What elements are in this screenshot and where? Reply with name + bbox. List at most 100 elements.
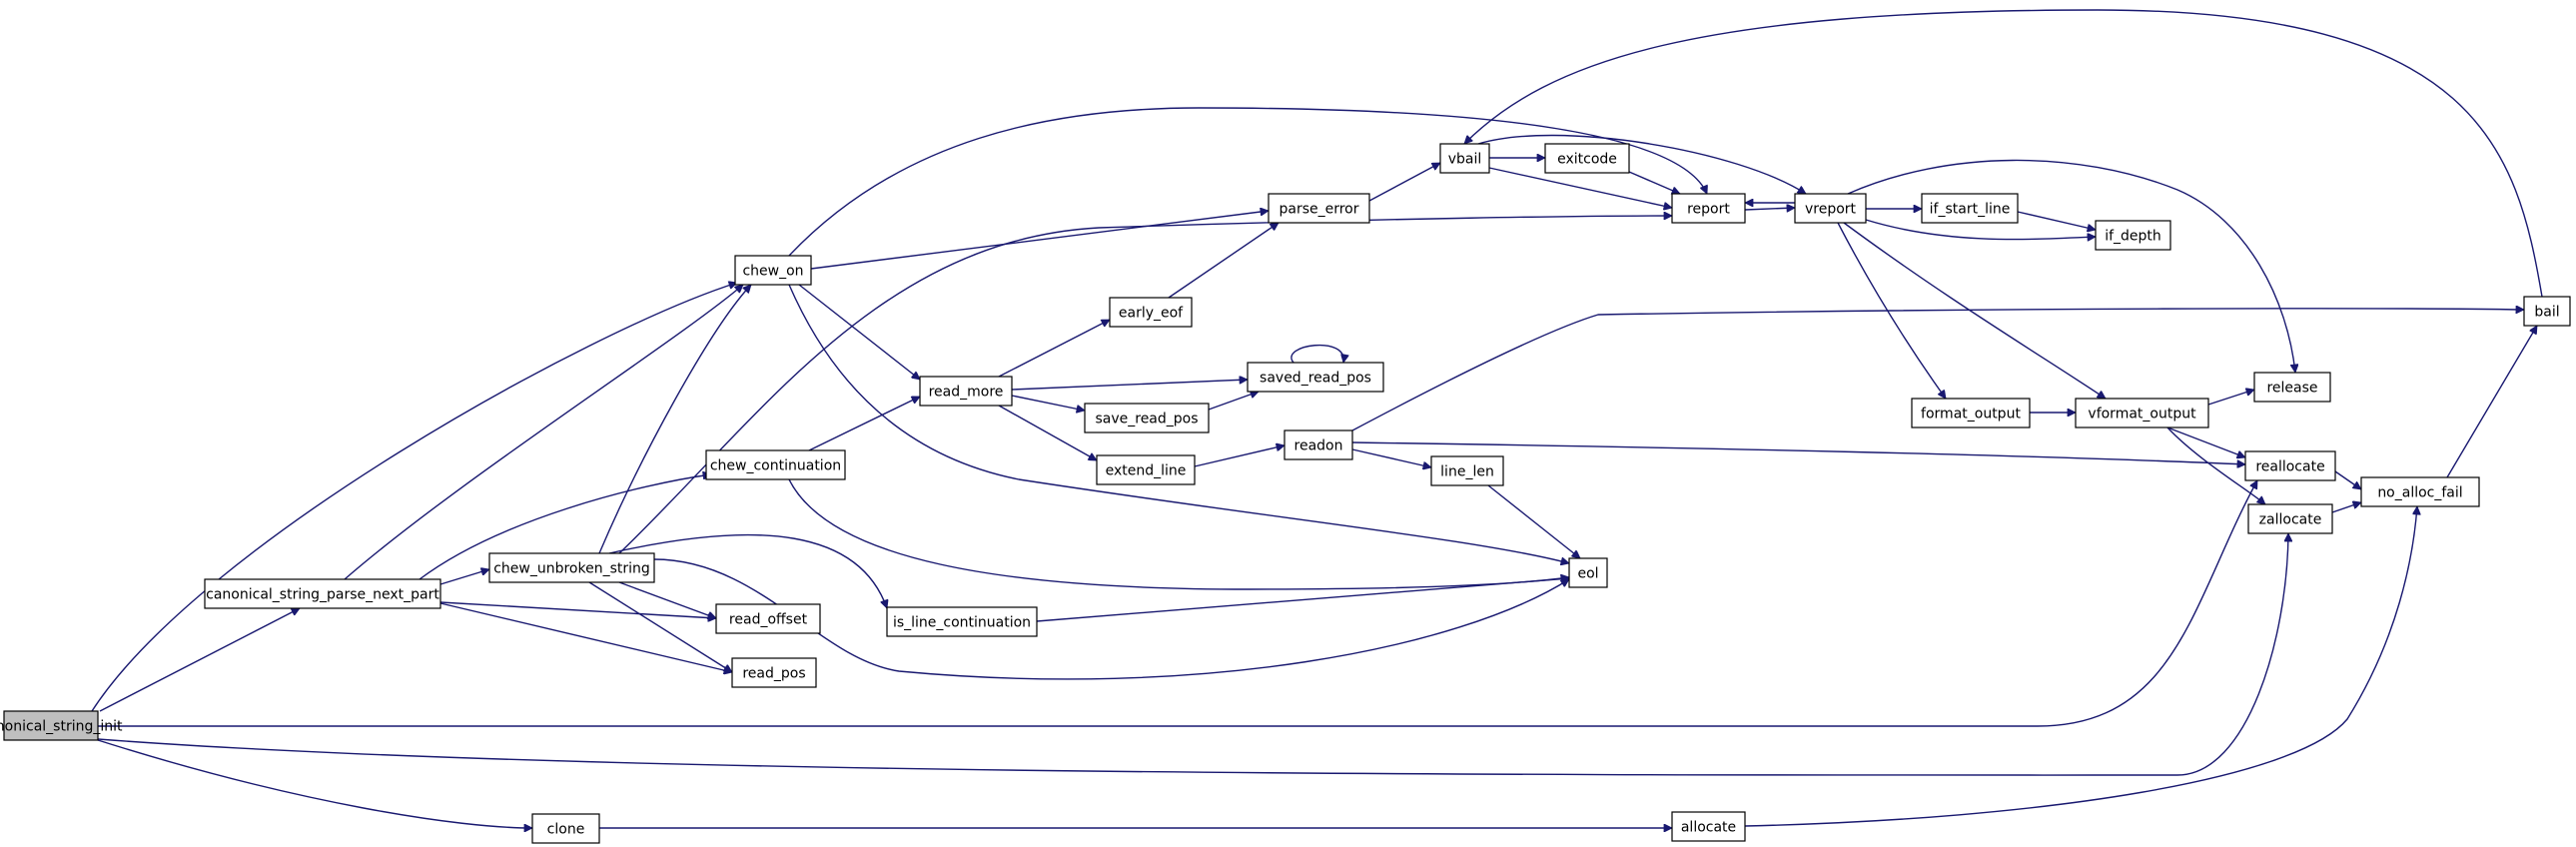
node-format_output[interactable]: format_output xyxy=(1911,398,2031,428)
edge-line_len-to-eol xyxy=(1487,484,1580,558)
node-parse_error[interactable]: parse_error xyxy=(1268,193,1370,224)
node-box xyxy=(731,657,817,688)
node-label: if_depth xyxy=(2105,229,2161,245)
node-label: zallocate xyxy=(2259,512,2322,528)
node-exitcode[interactable]: exitcode xyxy=(1544,143,1630,174)
node-clone[interactable]: clone xyxy=(531,813,600,844)
node-box xyxy=(1544,143,1630,174)
edge-chew_on-to-parse_error xyxy=(810,211,1269,270)
node-chew_continuation[interactable]: chew_continuation xyxy=(705,449,846,480)
edge-chew_continuation-to-eol xyxy=(788,478,1569,590)
node-label: early_eof xyxy=(1119,306,1184,322)
node-label: readon xyxy=(1294,438,1343,454)
node-chew_unbroken_string[interactable]: chew_unbroken_string xyxy=(488,552,655,583)
node-save_read_pos[interactable]: save_read_pos xyxy=(1084,403,1210,433)
node-allocate[interactable]: allocate xyxy=(1671,811,1746,842)
node-report[interactable]: report xyxy=(1671,193,1746,224)
edge-allocate-to-no_alloc_fail xyxy=(1744,506,2417,827)
edge-early_eof-to-parse_error xyxy=(1168,222,1279,299)
edge-read_more-to-saved_read_pos xyxy=(1011,380,1248,391)
node-label: vbail xyxy=(1448,152,1482,168)
edge-readon-to-reallocate xyxy=(1351,441,2245,464)
edges-layer xyxy=(91,9,2543,828)
edge-save_read_pos-to-saved_read_pos xyxy=(1208,392,1259,411)
edge-canonical_string_parse_next_part-to-chew_on xyxy=(344,285,743,580)
node-box xyxy=(1084,403,1210,433)
node-zallocate[interactable]: zallocate xyxy=(2247,503,2333,534)
node-label: release xyxy=(2266,381,2317,397)
edge-canonical_string_init-to-clone xyxy=(97,739,532,828)
node-box xyxy=(2523,296,2571,327)
node-chew_on[interactable]: chew_on xyxy=(734,255,812,286)
edge-parse_error-to-vbail xyxy=(1368,162,1440,202)
node-label: canonical_string_parse_next_part xyxy=(206,587,439,603)
node-box xyxy=(1096,454,1196,485)
node-box xyxy=(886,606,1038,637)
node-read_more[interactable]: read_more xyxy=(919,376,1013,407)
edge-chew_unbroken_string-to-read_pos xyxy=(588,581,732,673)
edge-bail-to-vbail xyxy=(1464,9,2543,298)
node-is_line_continuation[interactable]: is_line_continuation xyxy=(886,606,1038,637)
node-label: report xyxy=(1687,202,1730,218)
edge-vreport-to-release xyxy=(1847,159,2295,373)
edge-canonical_string_parse_next_part-to-chew_continuation xyxy=(419,474,711,580)
node-box xyxy=(2095,220,2171,251)
node-box xyxy=(1911,398,2031,428)
node-early_eof[interactable]: early_eof xyxy=(1109,297,1193,328)
node-box xyxy=(1284,429,1353,460)
nodes-layer: canonical_string_init canonical_string_pa… xyxy=(0,143,2571,844)
node-label: bail xyxy=(2534,305,2559,321)
node-label: chew_on xyxy=(742,264,803,280)
node-box xyxy=(919,376,1013,407)
node-box xyxy=(3,710,99,741)
node-box xyxy=(488,552,655,583)
node-label: parse_error xyxy=(1279,202,1358,218)
node-label: is_line_continuation xyxy=(893,615,1031,631)
node-line_len[interactable]: line_len xyxy=(1430,455,1504,486)
node-release[interactable]: release xyxy=(2253,372,2331,403)
edge-zallocate-to-no_alloc_fail xyxy=(2331,502,2361,513)
edge-vbail-to-vreport xyxy=(1477,134,1806,195)
node-canonical_string_parse_next_part[interactable]: canonical_string_parse_next_part xyxy=(204,578,441,609)
node-label: reallocate xyxy=(2255,459,2324,475)
edge-exitcode-to-report xyxy=(1628,171,1680,194)
node-box xyxy=(2247,503,2333,534)
edge-chew_on-to-read_more xyxy=(798,284,920,380)
node-no_alloc_fail[interactable]: no_alloc_fail xyxy=(2360,476,2480,507)
node-extend_line[interactable]: extend_line xyxy=(1096,454,1196,485)
node-box xyxy=(1439,143,1490,174)
node-readon[interactable]: readon xyxy=(1284,429,1353,460)
node-box xyxy=(1430,455,1504,486)
node-label: read_offset xyxy=(729,612,808,628)
node-vreport[interactable]: vreport xyxy=(1794,193,1867,224)
node-box xyxy=(2360,476,2480,507)
node-if_depth[interactable]: if_depth xyxy=(2095,220,2171,251)
edge-canonical_string_parse_next_part-to-chew_unbroken_string xyxy=(439,569,489,585)
node-bail[interactable]: bail xyxy=(2523,296,2571,327)
node-label: canonical_string_init xyxy=(0,719,123,735)
node-read_offset[interactable]: read_offset xyxy=(715,603,821,634)
node-box xyxy=(1671,193,1746,224)
node-box xyxy=(1109,297,1193,328)
node-eol[interactable]: eol xyxy=(1568,557,1608,588)
node-read_pos[interactable]: read_pos xyxy=(731,657,817,688)
node-label: chew_continuation xyxy=(710,458,841,474)
edge-read_more-to-save_read_pos xyxy=(1011,395,1085,411)
node-if_start_line[interactable]: if_start_line xyxy=(1921,193,2019,224)
edge-vformat_output-to-reallocate xyxy=(2166,426,2245,457)
node-label: extend_line xyxy=(1106,463,1187,479)
node-label: saved_read_pos xyxy=(1260,371,1371,387)
node-vformat_output[interactable]: vformat_output xyxy=(2075,398,2209,428)
edge-canonical_string_init-to-chew_on xyxy=(91,283,737,712)
edge-canonical_string_init-to-reallocate xyxy=(98,480,2258,727)
node-box xyxy=(2244,450,2336,481)
node-box xyxy=(2253,372,2331,403)
node-vbail[interactable]: vbail xyxy=(1439,143,1490,174)
edge-chew_unbroken_string-to-read_offset xyxy=(618,581,716,618)
edge-vreport-to-vformat_output xyxy=(1843,222,2106,400)
node-saved_read_pos[interactable]: saved_read_pos xyxy=(1247,362,1384,393)
node-canonical_string_init[interactable]: canonical_string_init xyxy=(0,710,123,741)
edge-vformat_output-to-zallocate xyxy=(2166,426,2265,504)
node-reallocate[interactable]: reallocate xyxy=(2244,450,2336,481)
